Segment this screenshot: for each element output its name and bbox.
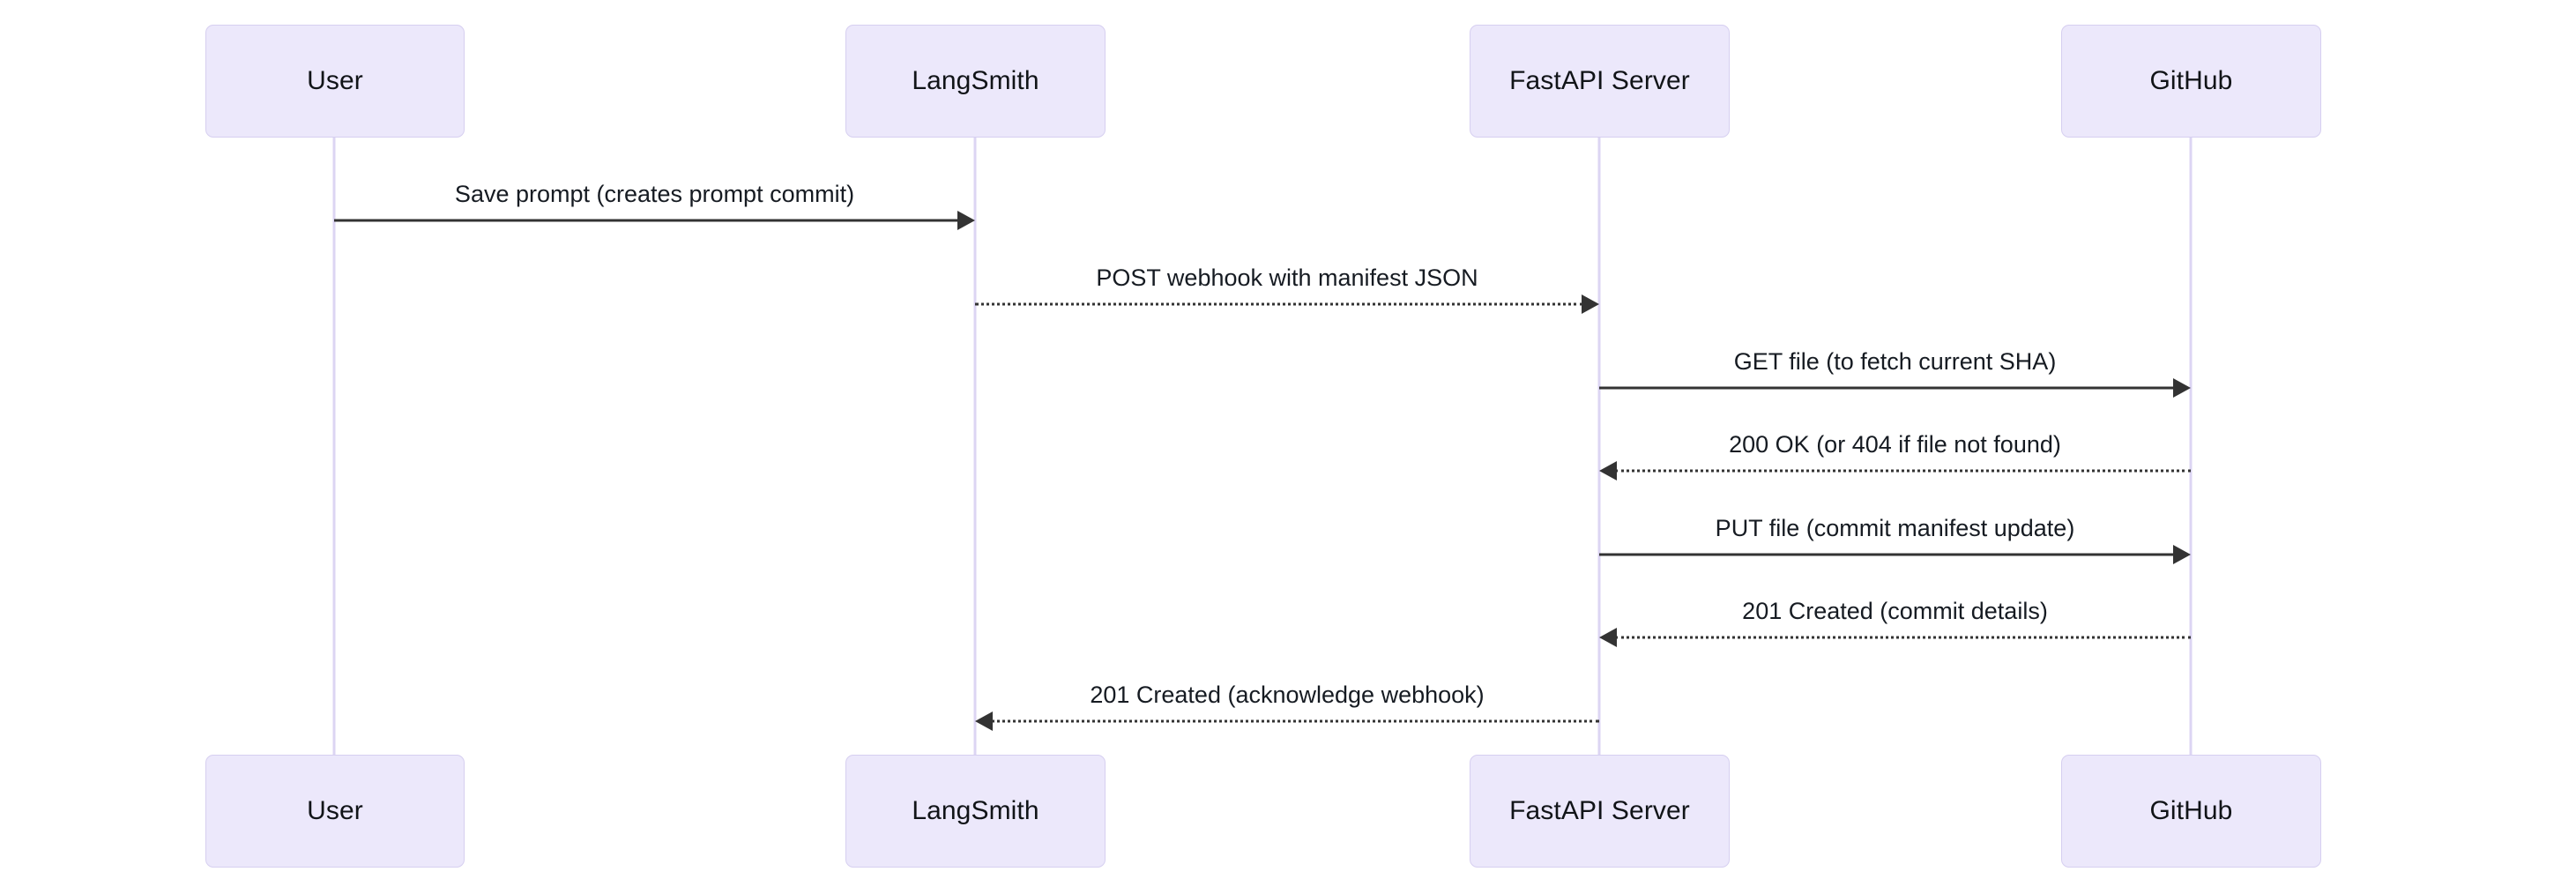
message-line-1: [334, 219, 959, 222]
message-line-3: [1599, 386, 2175, 390]
lifeline-github: [2189, 138, 2193, 755]
arrow-head-right-5: [2173, 545, 2191, 564]
actor-box-langsmith-bottom[interactable]: LangSmith: [845, 755, 1106, 868]
actor-label-langsmith: LangSmith: [912, 66, 1039, 95]
arrow-head-left-7: [975, 711, 993, 731]
actor-box-langsmith-top[interactable]: LangSmith: [845, 25, 1106, 138]
lifeline-langsmith: [973, 138, 977, 755]
lifeline-user: [332, 138, 336, 755]
arrow-head-left-6: [1599, 628, 1617, 647]
message-line-6: [1615, 636, 2191, 639]
actor-label-user: User: [307, 66, 363, 95]
message-line-2: [975, 302, 1583, 306]
message-label-2: POST webhook with manifest JSON: [1096, 264, 1478, 291]
actor-label-user: User: [307, 796, 363, 825]
arrow-head-right-2: [1582, 294, 1599, 314]
actor-box-user-bottom[interactable]: User: [205, 755, 465, 868]
arrow-head-left-4: [1599, 461, 1617, 481]
message-label-6: 201 Created (commit details): [1742, 598, 2048, 624]
actor-label-fastapi: FastAPI Server: [1509, 796, 1690, 825]
message-label-7: 201 Created (acknowledge webhook): [1090, 682, 1485, 708]
actor-label-github: GitHub: [2149, 66, 2233, 95]
actor-box-fastapi-top[interactable]: FastAPI Server: [1470, 25, 1730, 138]
actor-label-langsmith: LangSmith: [912, 796, 1039, 825]
actor-label-github: GitHub: [2149, 796, 2233, 825]
lifeline-fastapi: [1597, 138, 1601, 755]
message-line-4: [1615, 469, 2191, 473]
message-line-7: [991, 719, 1599, 723]
message-label-5: PUT file (commit manifest update): [1715, 515, 2075, 541]
arrow-head-right-3: [2173, 378, 2191, 398]
actor-box-github-top[interactable]: GitHub: [2061, 25, 2321, 138]
message-line-5: [1599, 553, 2175, 556]
arrow-head-right-1: [957, 211, 975, 230]
actor-label-fastapi: FastAPI Server: [1509, 66, 1690, 95]
actor-box-user-top[interactable]: User: [205, 25, 465, 138]
actor-box-fastapi-bottom[interactable]: FastAPI Server: [1470, 755, 1730, 868]
message-label-1: Save prompt (creates prompt commit): [454, 181, 855, 207]
actor-box-github-bottom[interactable]: GitHub: [2061, 755, 2321, 868]
message-label-3: GET file (to fetch current SHA): [1733, 348, 2057, 375]
message-label-4: 200 OK (or 404 if file not found): [1729, 431, 2061, 458]
